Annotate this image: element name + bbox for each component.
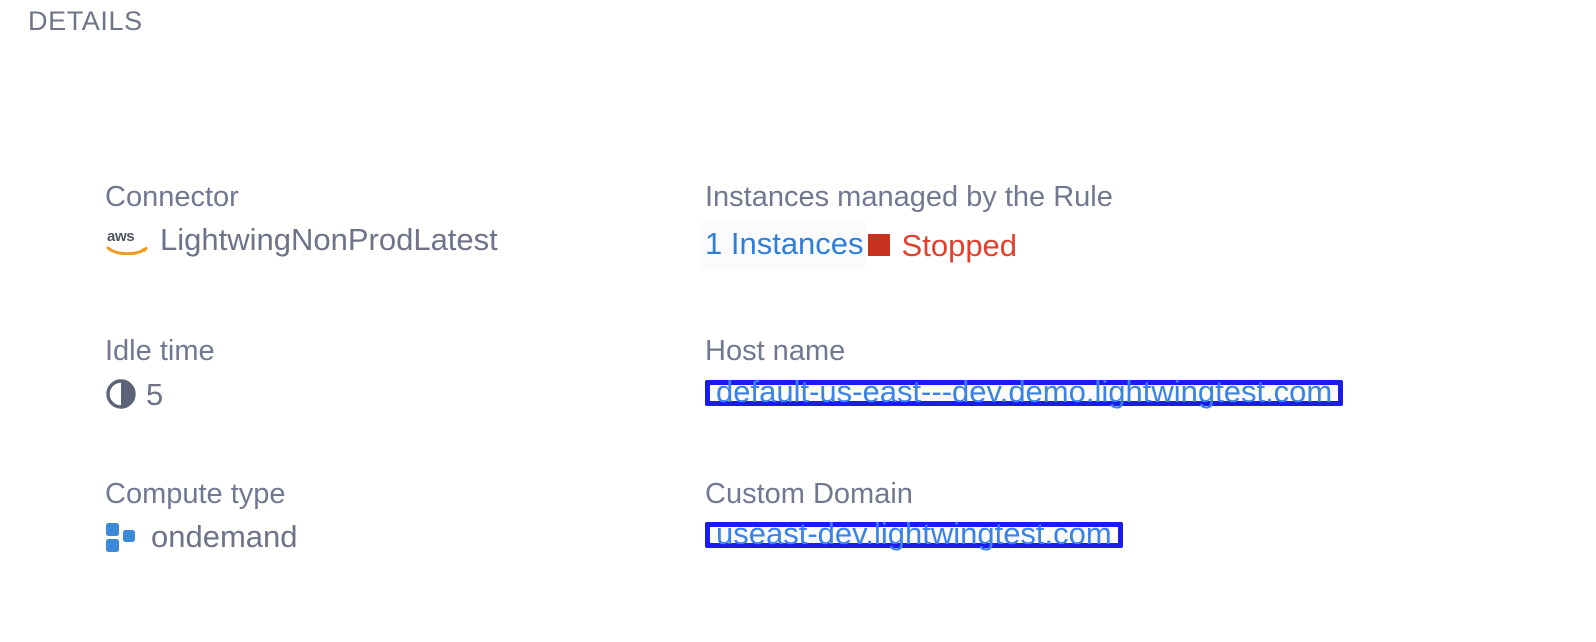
clock-icon [105, 378, 137, 410]
stopped-square-icon [867, 234, 890, 257]
custom-domain-link[interactable]: useast-dev.lightwingtest.com [710, 518, 1118, 549]
compute-squares-icon [105, 521, 141, 553]
field-instances: Instances managed by the Rule 1 Instance… [701, 180, 1565, 271]
custom-domain-value-row: useast-dev.lightwingtest.com [705, 518, 1565, 549]
custom-domain-annotation-box: useast-dev.lightwingtest.com [705, 518, 1123, 549]
svg-text:aws: aws [107, 228, 134, 245]
idle-time-value-row: 5 [105, 376, 705, 413]
page-title: DETAILS [28, 6, 143, 36]
field-compute-type: Compute type ondemand [105, 477, 705, 555]
field-custom-domain: Custom Domain useast-dev.lightwingtest.c… [705, 477, 1565, 555]
custom-domain-label: Custom Domain [705, 477, 913, 510]
instances-label: Instances managed by the Rule [705, 181, 1113, 213]
compute-type-value: ondemand [151, 519, 298, 555]
host-name-label: Host name [705, 335, 846, 368]
host-name-value-row: default-us-east---dev.demo.lightwingtest… [705, 376, 1565, 407]
compute-type-value-row: ondemand [105, 518, 705, 555]
host-name-annotation-box: default-us-east---dev.demo.lightwingtest… [705, 376, 1344, 407]
instances-value-row: 1 Instances Stopped [701, 220, 1565, 271]
connector-label: Connector [105, 181, 239, 213]
field-host-name: Host name default-us-east---dev.demo.lig… [705, 334, 1565, 412]
field-idle-time: Idle time 5 [105, 334, 705, 412]
aws-logo-icon: aws [105, 225, 151, 255]
details-grid: Connector aws LightwingNonProdLatest Ins… [105, 180, 1565, 555]
status-badge: Stopped [901, 227, 1018, 263]
idle-time-label: Idle time [105, 335, 215, 368]
connector-value: LightwingNonProdLatest [160, 222, 498, 258]
connector-value-row: aws LightwingNonProdLatest [105, 221, 705, 258]
idle-time-value: 5 [146, 376, 164, 412]
instances-count-link[interactable]: 1 Instances [701, 220, 866, 271]
field-connector: Connector aws LightwingNonProdLatest [105, 180, 705, 270]
compute-type-label: Compute type [105, 477, 286, 510]
host-name-link[interactable]: default-us-east---dev.demo.lightwingtest… [710, 376, 1339, 407]
